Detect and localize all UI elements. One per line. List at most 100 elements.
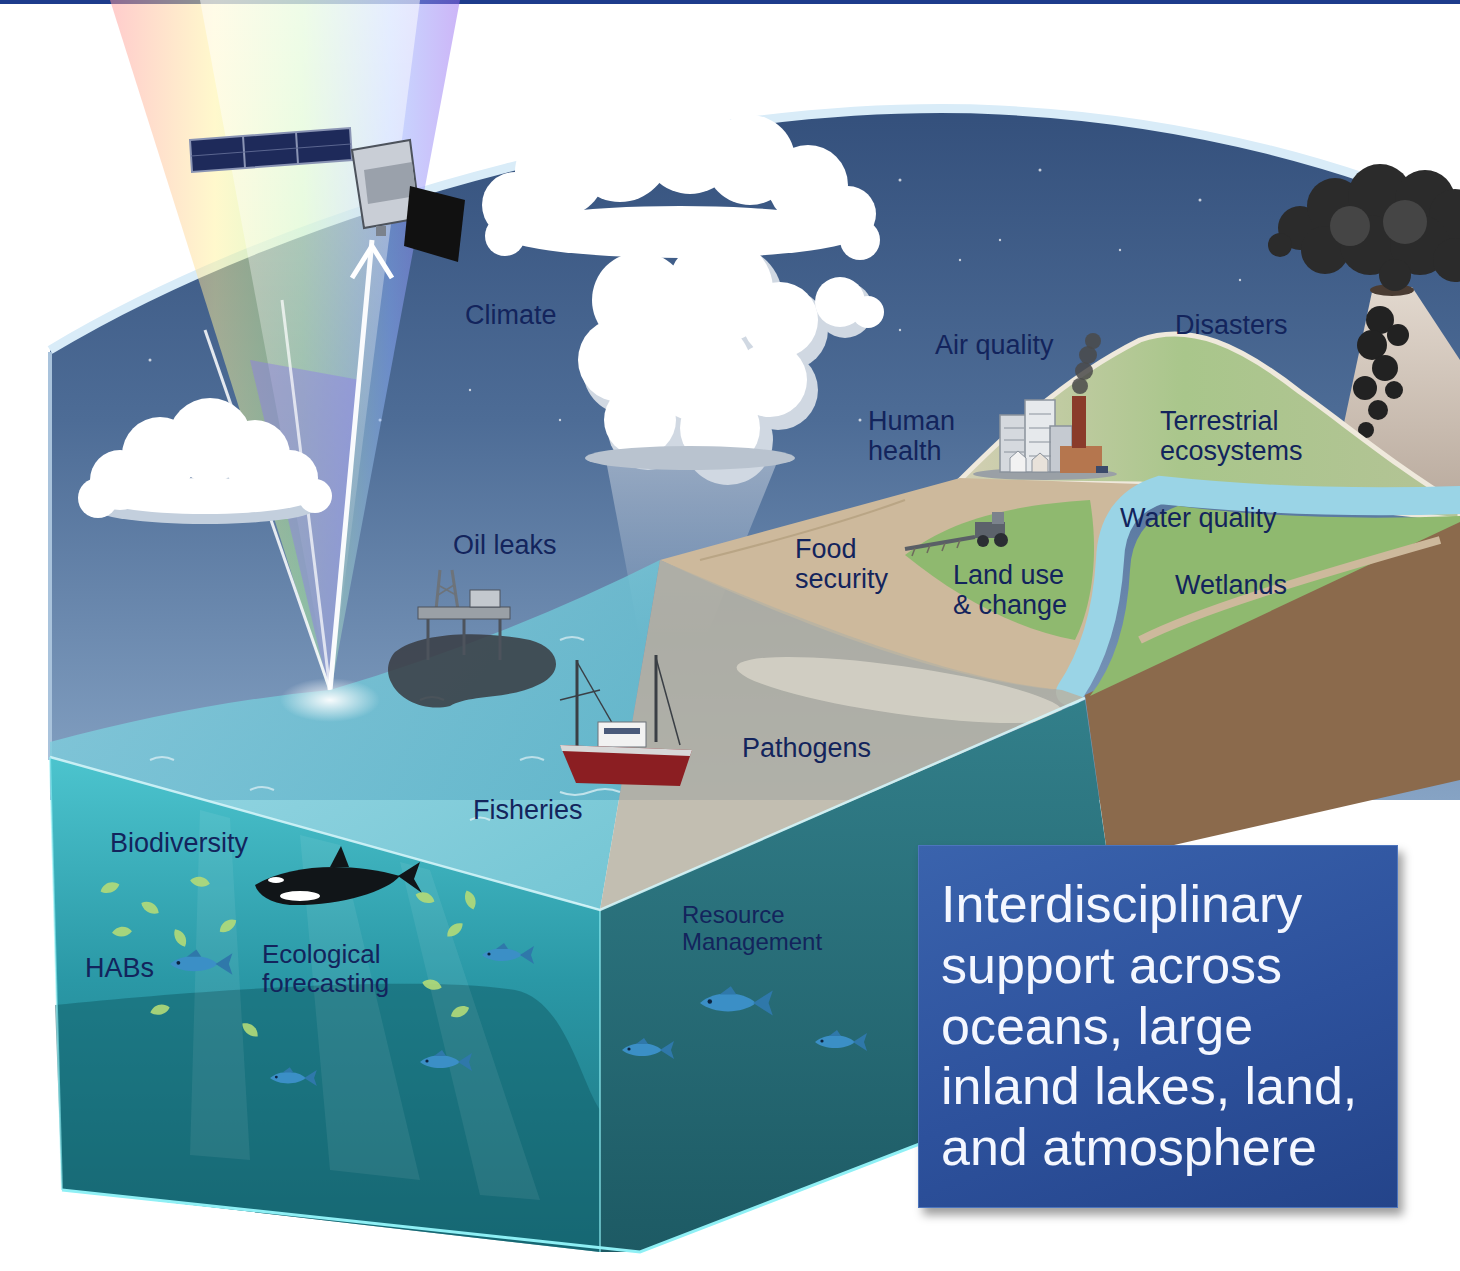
storm-cloud xyxy=(604,384,676,456)
sky-stars xyxy=(859,419,862,422)
fishing-boat xyxy=(560,789,620,795)
sky-stars xyxy=(959,259,961,261)
ash-plume xyxy=(1379,259,1411,291)
storm-cloud xyxy=(495,206,865,258)
fishing-boat xyxy=(560,690,600,700)
ash-plume xyxy=(1268,164,1460,291)
satellite xyxy=(404,186,465,262)
satellite xyxy=(364,162,416,204)
chimney-smoke xyxy=(1072,378,1088,394)
fish-school xyxy=(170,950,232,975)
tractor xyxy=(912,540,960,556)
city xyxy=(1004,452,1024,453)
block-edges xyxy=(50,757,62,1190)
topic-label: Land use & change xyxy=(953,560,1078,620)
tractor xyxy=(977,535,989,547)
ocean-front-face xyxy=(190,810,250,1160)
city xyxy=(1004,414,1051,456)
phytoplankton xyxy=(149,1002,171,1017)
topic-label: Oil leaks xyxy=(453,530,557,560)
topic-label: Ecological forecasting xyxy=(262,940,402,998)
summary-text: Interdisciplinary support across oceans,… xyxy=(941,874,1375,1178)
ash-plume xyxy=(1268,233,1292,257)
ash-plume xyxy=(1433,238,1460,282)
city xyxy=(1004,428,1024,429)
city xyxy=(1000,415,1028,472)
tractor xyxy=(905,537,975,549)
orca xyxy=(255,867,400,905)
sky-stars xyxy=(1239,279,1241,281)
wetlands xyxy=(1140,540,1440,640)
fish-school xyxy=(622,1038,674,1059)
ocean-front-face xyxy=(50,757,600,1252)
sky-stars xyxy=(149,359,152,362)
small-cloud xyxy=(78,398,332,524)
topic-label: Pathogens xyxy=(742,733,871,763)
sunlight-beam xyxy=(352,246,392,278)
city xyxy=(1029,442,1051,443)
sky-stars xyxy=(1119,249,1121,251)
coastal-shelf xyxy=(733,643,1066,736)
city xyxy=(1004,440,1024,441)
farmland xyxy=(905,500,1094,640)
phytoplankton xyxy=(112,926,133,937)
phytoplankton xyxy=(239,1020,261,1040)
orca xyxy=(255,846,422,905)
fishing-boat xyxy=(560,655,692,795)
topic-label: Disasters xyxy=(1175,310,1288,340)
fish-school xyxy=(700,986,773,1015)
topic-label: Terrestrial ecosystems xyxy=(1160,406,1320,466)
oil-rig xyxy=(438,585,456,595)
storm-cloud xyxy=(852,296,884,328)
volcano xyxy=(1353,376,1377,400)
phytoplankton xyxy=(421,977,443,992)
topic-label: Wetlands xyxy=(1175,570,1287,600)
fishing-boat xyxy=(576,660,579,748)
ash-plume xyxy=(1330,206,1370,246)
orca xyxy=(330,846,349,867)
city xyxy=(1032,453,1048,472)
ocean-front-face xyxy=(400,862,540,1200)
sunlight-beam xyxy=(110,0,460,695)
sky-stars xyxy=(899,179,902,182)
tractor xyxy=(992,512,1004,524)
oil-rig xyxy=(499,619,502,660)
topic-label: Climate xyxy=(465,300,557,330)
fishing-boat xyxy=(656,658,680,745)
oil-rig xyxy=(436,570,440,610)
sky-stars xyxy=(469,389,471,391)
sunlight-beam xyxy=(110,0,460,695)
phytoplankton xyxy=(462,889,478,911)
tractor xyxy=(994,533,1008,547)
satellite xyxy=(190,128,465,262)
ocean-surface xyxy=(250,787,274,790)
tractor xyxy=(957,540,960,548)
chimney-smoke xyxy=(1085,333,1101,349)
fishing-boat xyxy=(655,655,658,742)
ocean-surface xyxy=(560,637,584,640)
oil-slick xyxy=(388,634,556,707)
oil-rig xyxy=(463,619,466,655)
city xyxy=(1072,396,1086,448)
oil-rig xyxy=(452,570,458,610)
satellite xyxy=(190,128,352,172)
ocean-surface xyxy=(280,678,380,722)
tractor xyxy=(912,548,915,556)
storm-cloud xyxy=(482,98,884,468)
volcano xyxy=(1368,400,1388,420)
topic-label: Resource Management xyxy=(682,902,842,956)
topic-label: Food security xyxy=(795,534,900,594)
phytoplankton xyxy=(444,920,466,940)
city xyxy=(1096,466,1108,473)
fishing-boat xyxy=(560,745,692,786)
phytoplankton xyxy=(414,890,436,906)
volcano xyxy=(1385,381,1403,399)
sky-stars xyxy=(1199,199,1202,202)
sky-dome xyxy=(48,352,52,760)
fish-school xyxy=(270,1067,317,1086)
ocean-surface xyxy=(150,757,174,760)
fishing-boat xyxy=(560,745,692,756)
ocean-front-face xyxy=(190,810,540,1200)
ash-plume xyxy=(1383,200,1427,244)
sunlight-beam xyxy=(330,240,372,690)
